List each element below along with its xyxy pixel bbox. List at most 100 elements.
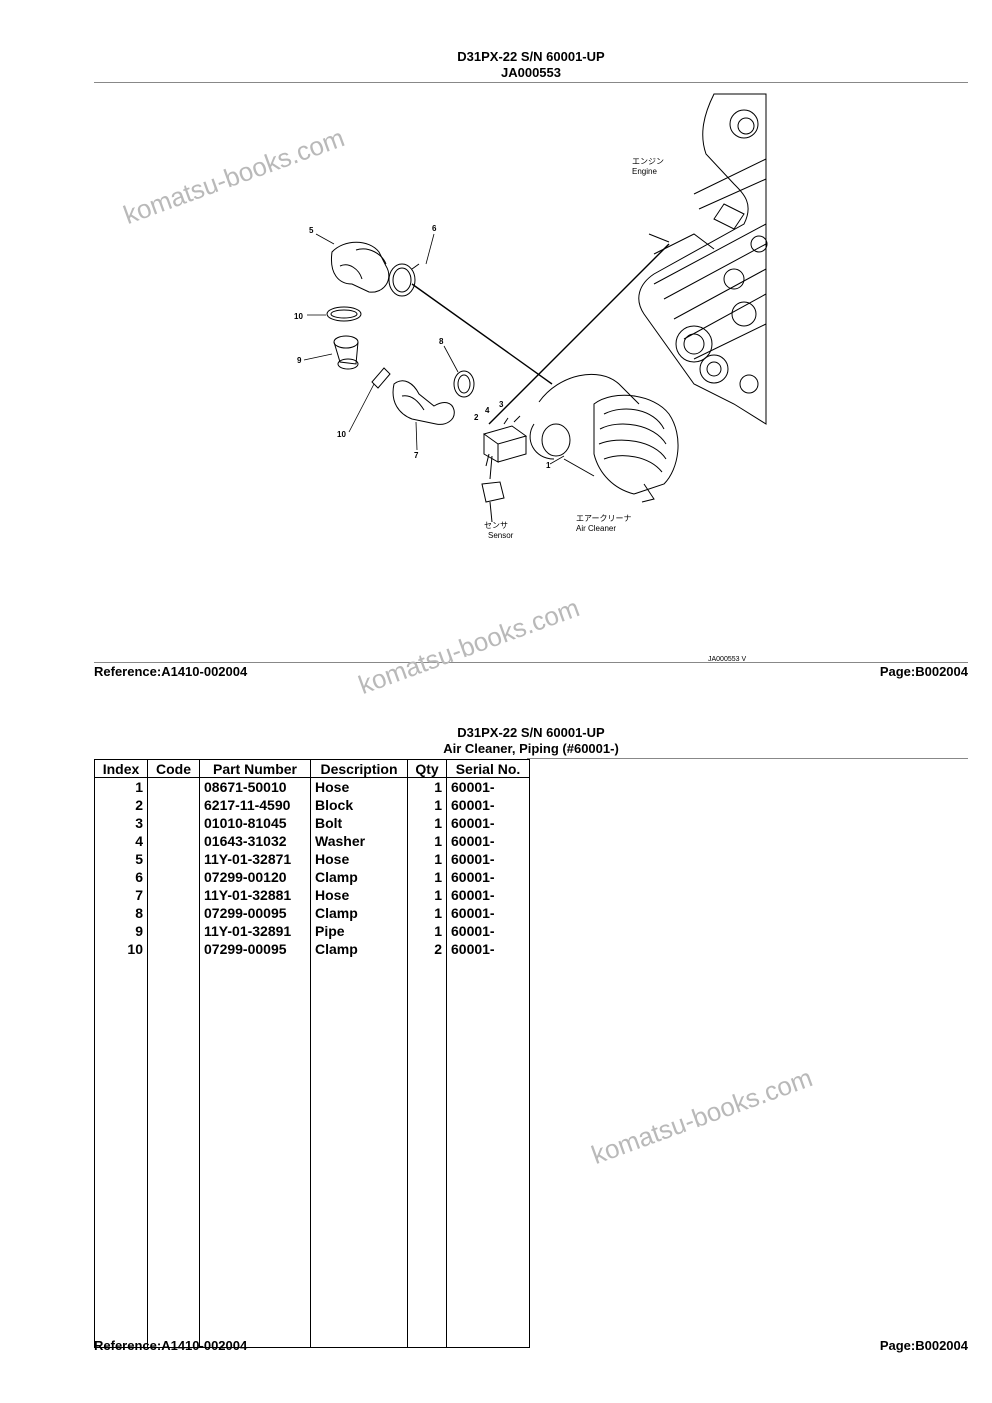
cell-description: Clamp — [310, 904, 408, 922]
cell-description: Washer — [310, 832, 408, 850]
cell-description: Block — [310, 796, 408, 814]
cell-index: 7 — [94, 886, 148, 904]
diagram-title: D31PX-22 S/N 60001-UP — [457, 49, 605, 64]
cell-qty: 1 — [407, 832, 447, 850]
diagram-code: JA000553 — [501, 65, 561, 80]
header-index: Index — [94, 759, 148, 778]
header-rule — [94, 82, 968, 83]
cell-description: Bolt — [310, 814, 408, 832]
table-row: 8 07299-00095 Clamp 1 60001- — [94, 904, 530, 922]
cell-code — [147, 796, 200, 814]
engine-illustration — [638, 93, 768, 425]
parts-diagram: 5 6 10 9 8 2 4 3 10 7 1 エンジン Engine センサ … — [294, 93, 768, 663]
cell-qty: 2 — [407, 940, 447, 958]
cell-index: 2 — [94, 796, 148, 814]
cell-index: 6 — [94, 868, 148, 886]
clamp-6-illustration — [388, 263, 420, 297]
cell-qty: 1 — [407, 850, 447, 868]
cell-part-number: 08671-50010 — [199, 777, 311, 796]
cell-qty: 1 — [407, 796, 447, 814]
cell-code — [147, 940, 200, 958]
callout-1: 1 — [546, 461, 551, 470]
cell-code — [147, 814, 200, 832]
callout-4: 4 — [485, 406, 490, 415]
cell-index: 3 — [94, 814, 148, 832]
cell-description: Hose — [310, 777, 408, 796]
cleaner-label-jp: エアークリーナ — [576, 514, 632, 523]
cell-code — [147, 922, 200, 940]
header-code: Code — [147, 759, 200, 778]
table-row: 4 01643-31032 Washer 1 60001- — [94, 832, 530, 850]
table-row: 5 11Y-01-32871 Hose 1 60001- — [94, 850, 530, 868]
cell-index: 1 — [94, 777, 148, 796]
cell-qty: 1 — [407, 886, 447, 904]
table-filler-row — [94, 958, 530, 1348]
reference-1: Reference:A1410-002004 — [94, 664, 248, 679]
cell-index: 10 — [94, 940, 148, 958]
cell-serial: 60001- — [446, 940, 530, 958]
sensor-label-en: Sensor — [488, 531, 514, 540]
table-row: 1 08671-50010 Hose 1 60001- — [94, 777, 530, 796]
parts-table: Index Code Part Number Description Qty S… — [94, 759, 530, 1348]
cell-part-number: 11Y-01-32871 — [199, 850, 311, 868]
cell-index: 4 — [94, 832, 148, 850]
cell-index: 8 — [94, 904, 148, 922]
header-description: Description — [310, 759, 408, 778]
header-serial: Serial No. — [446, 759, 530, 778]
cell-part-number: 07299-00095 — [199, 940, 311, 958]
cell-serial: 60001- — [446, 886, 530, 904]
cell-code — [147, 886, 200, 904]
cell-code — [147, 904, 200, 922]
table-row: 10 07299-00095 Clamp 2 60001- — [94, 940, 530, 958]
cell-part-number: 07299-00120 — [199, 868, 311, 886]
pipe-9-illustration — [333, 335, 359, 370]
cell-part-number: 6217-11-4590 — [199, 796, 311, 814]
header-qty: Qty — [407, 759, 447, 778]
callout-8: 8 — [439, 337, 444, 346]
hose-5-illustration — [330, 241, 390, 293]
callout-7: 7 — [414, 451, 419, 460]
watermark-3: komatsu-books.com — [587, 1062, 817, 1171]
cell-description: Pipe — [310, 922, 408, 940]
drawing-code: JA000553 V — [708, 656, 746, 663]
page-number-1: Page:B002004 — [879, 664, 968, 679]
air-cleaner-illustration — [529, 373, 679, 503]
cell-part-number: 07299-00095 — [199, 904, 311, 922]
cell-qty: 1 — [407, 868, 447, 886]
cell-part-number: 01010-81045 — [199, 814, 311, 832]
page-number-2: Page:B002004 — [879, 1338, 968, 1353]
callout-5: 5 — [309, 226, 314, 235]
callout-2: 2 — [474, 413, 479, 422]
table-top-rule — [527, 758, 968, 759]
callout-10-upper: 10 — [294, 312, 303, 321]
block-2-illustration — [481, 415, 528, 523]
cell-serial: 60001- — [446, 904, 530, 922]
cell-part-number: 11Y-01-32881 — [199, 886, 311, 904]
engine-label-jp: エンジン — [632, 157, 664, 166]
callout-9: 9 — [297, 356, 302, 365]
callout-3: 3 — [499, 400, 504, 409]
cell-index: 5 — [94, 850, 148, 868]
cell-index: 9 — [94, 922, 148, 940]
sensor-label-jp: センサ — [484, 521, 508, 530]
engine-label-en: Engine — [632, 167, 657, 176]
table-row: 2 6217-11-4590 Block 1 60001- — [94, 796, 530, 814]
cell-code — [147, 832, 200, 850]
cleaner-label-en: Air Cleaner — [576, 524, 616, 533]
cell-serial: 60001- — [446, 814, 530, 832]
cell-code — [147, 850, 200, 868]
cell-serial: 60001- — [446, 868, 530, 886]
cell-description: Hose — [310, 886, 408, 904]
cell-qty: 1 — [407, 922, 447, 940]
cell-code — [147, 868, 200, 886]
table-header-row: Index Code Part Number Description Qty S… — [94, 759, 530, 778]
list-title: D31PX-22 S/N 60001-UP — [457, 725, 605, 740]
cell-serial: 60001- — [446, 777, 530, 796]
footer-rule-1 — [94, 662, 968, 663]
cell-part-number: 11Y-01-32891 — [199, 922, 311, 940]
cell-qty: 1 — [407, 814, 447, 832]
callout-10-lower: 10 — [337, 430, 346, 439]
callout-6: 6 — [432, 224, 437, 233]
table-row: 9 11Y-01-32891 Pipe 1 60001- — [94, 922, 530, 940]
cell-serial: 60001- — [446, 832, 530, 850]
